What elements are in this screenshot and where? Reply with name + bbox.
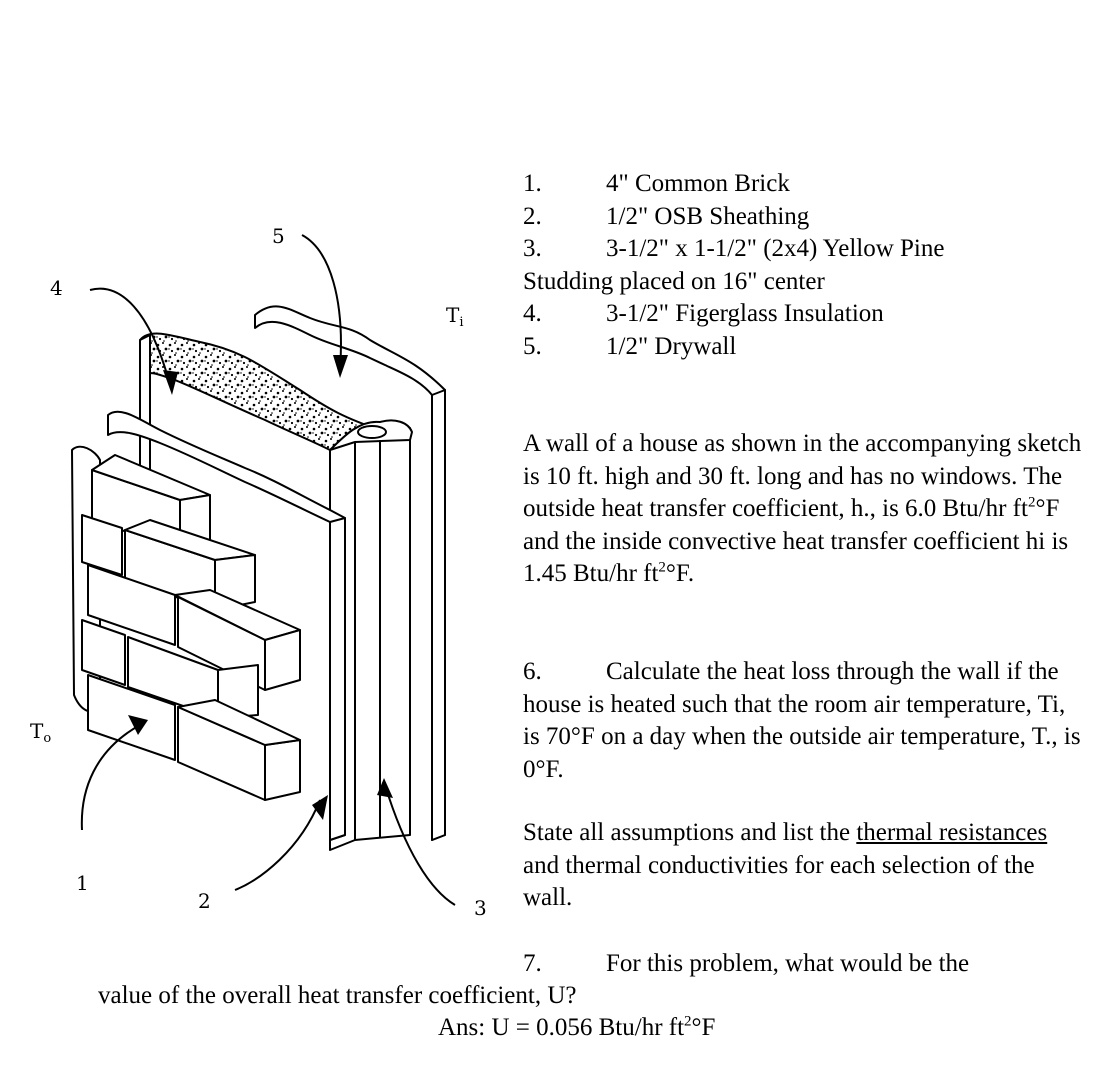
osb-sheathing-layer [107,410,346,841]
component-list: 1. 4" Common Brick 2. 1/2" OSB Sheathing… [523,168,1083,363]
list-item: 4. 3-1/2" Figerglass Insulation [523,300,884,327]
question-6: 6.Calculate the heat loss through the wa… [523,658,1081,783]
wall-section-drawing: 4 5 1 2 3 Ti To [30,224,487,920]
label-2: 2 [198,889,211,913]
question-7-continuation: value of the overall heat transfer coeff… [98,982,577,1009]
label-4: 4 [50,276,63,300]
drywall-layer [254,305,446,841]
list-item: 1. 4" Common Brick [523,170,790,197]
arrow-heads [128,355,393,820]
list-item: 5. 1/2" Drywall [523,332,737,360]
leader-arrows [80,234,456,906]
list-item-continuation: Studding placed on 16" center [523,267,825,295]
list-item: 3. 3-1/2" x 1-1/2" (2x4) Yellow Pine [523,235,945,262]
list-item: 2. 1/2" OSB Sheathing [523,202,810,230]
wall-section-figure: 4 5 1 2 3 Ti To [0,150,520,940]
label-1: 1 [76,871,89,895]
label-t-inside: Ti [446,303,464,330]
label-3: 3 [474,896,487,920]
question-7: 7.For this problem, what would be the [523,950,970,977]
assumptions-instruction: State all assumptions and list the therm… [523,819,1048,911]
problem-intro: A wall of a house as shown in the accomp… [523,430,1082,587]
label-5: 5 [272,224,285,248]
brick-wall [71,445,301,801]
answer: Ans: U = 0.056 Btu/hr ft2°F [438,1013,716,1041]
label-t-outside: To [30,719,51,746]
